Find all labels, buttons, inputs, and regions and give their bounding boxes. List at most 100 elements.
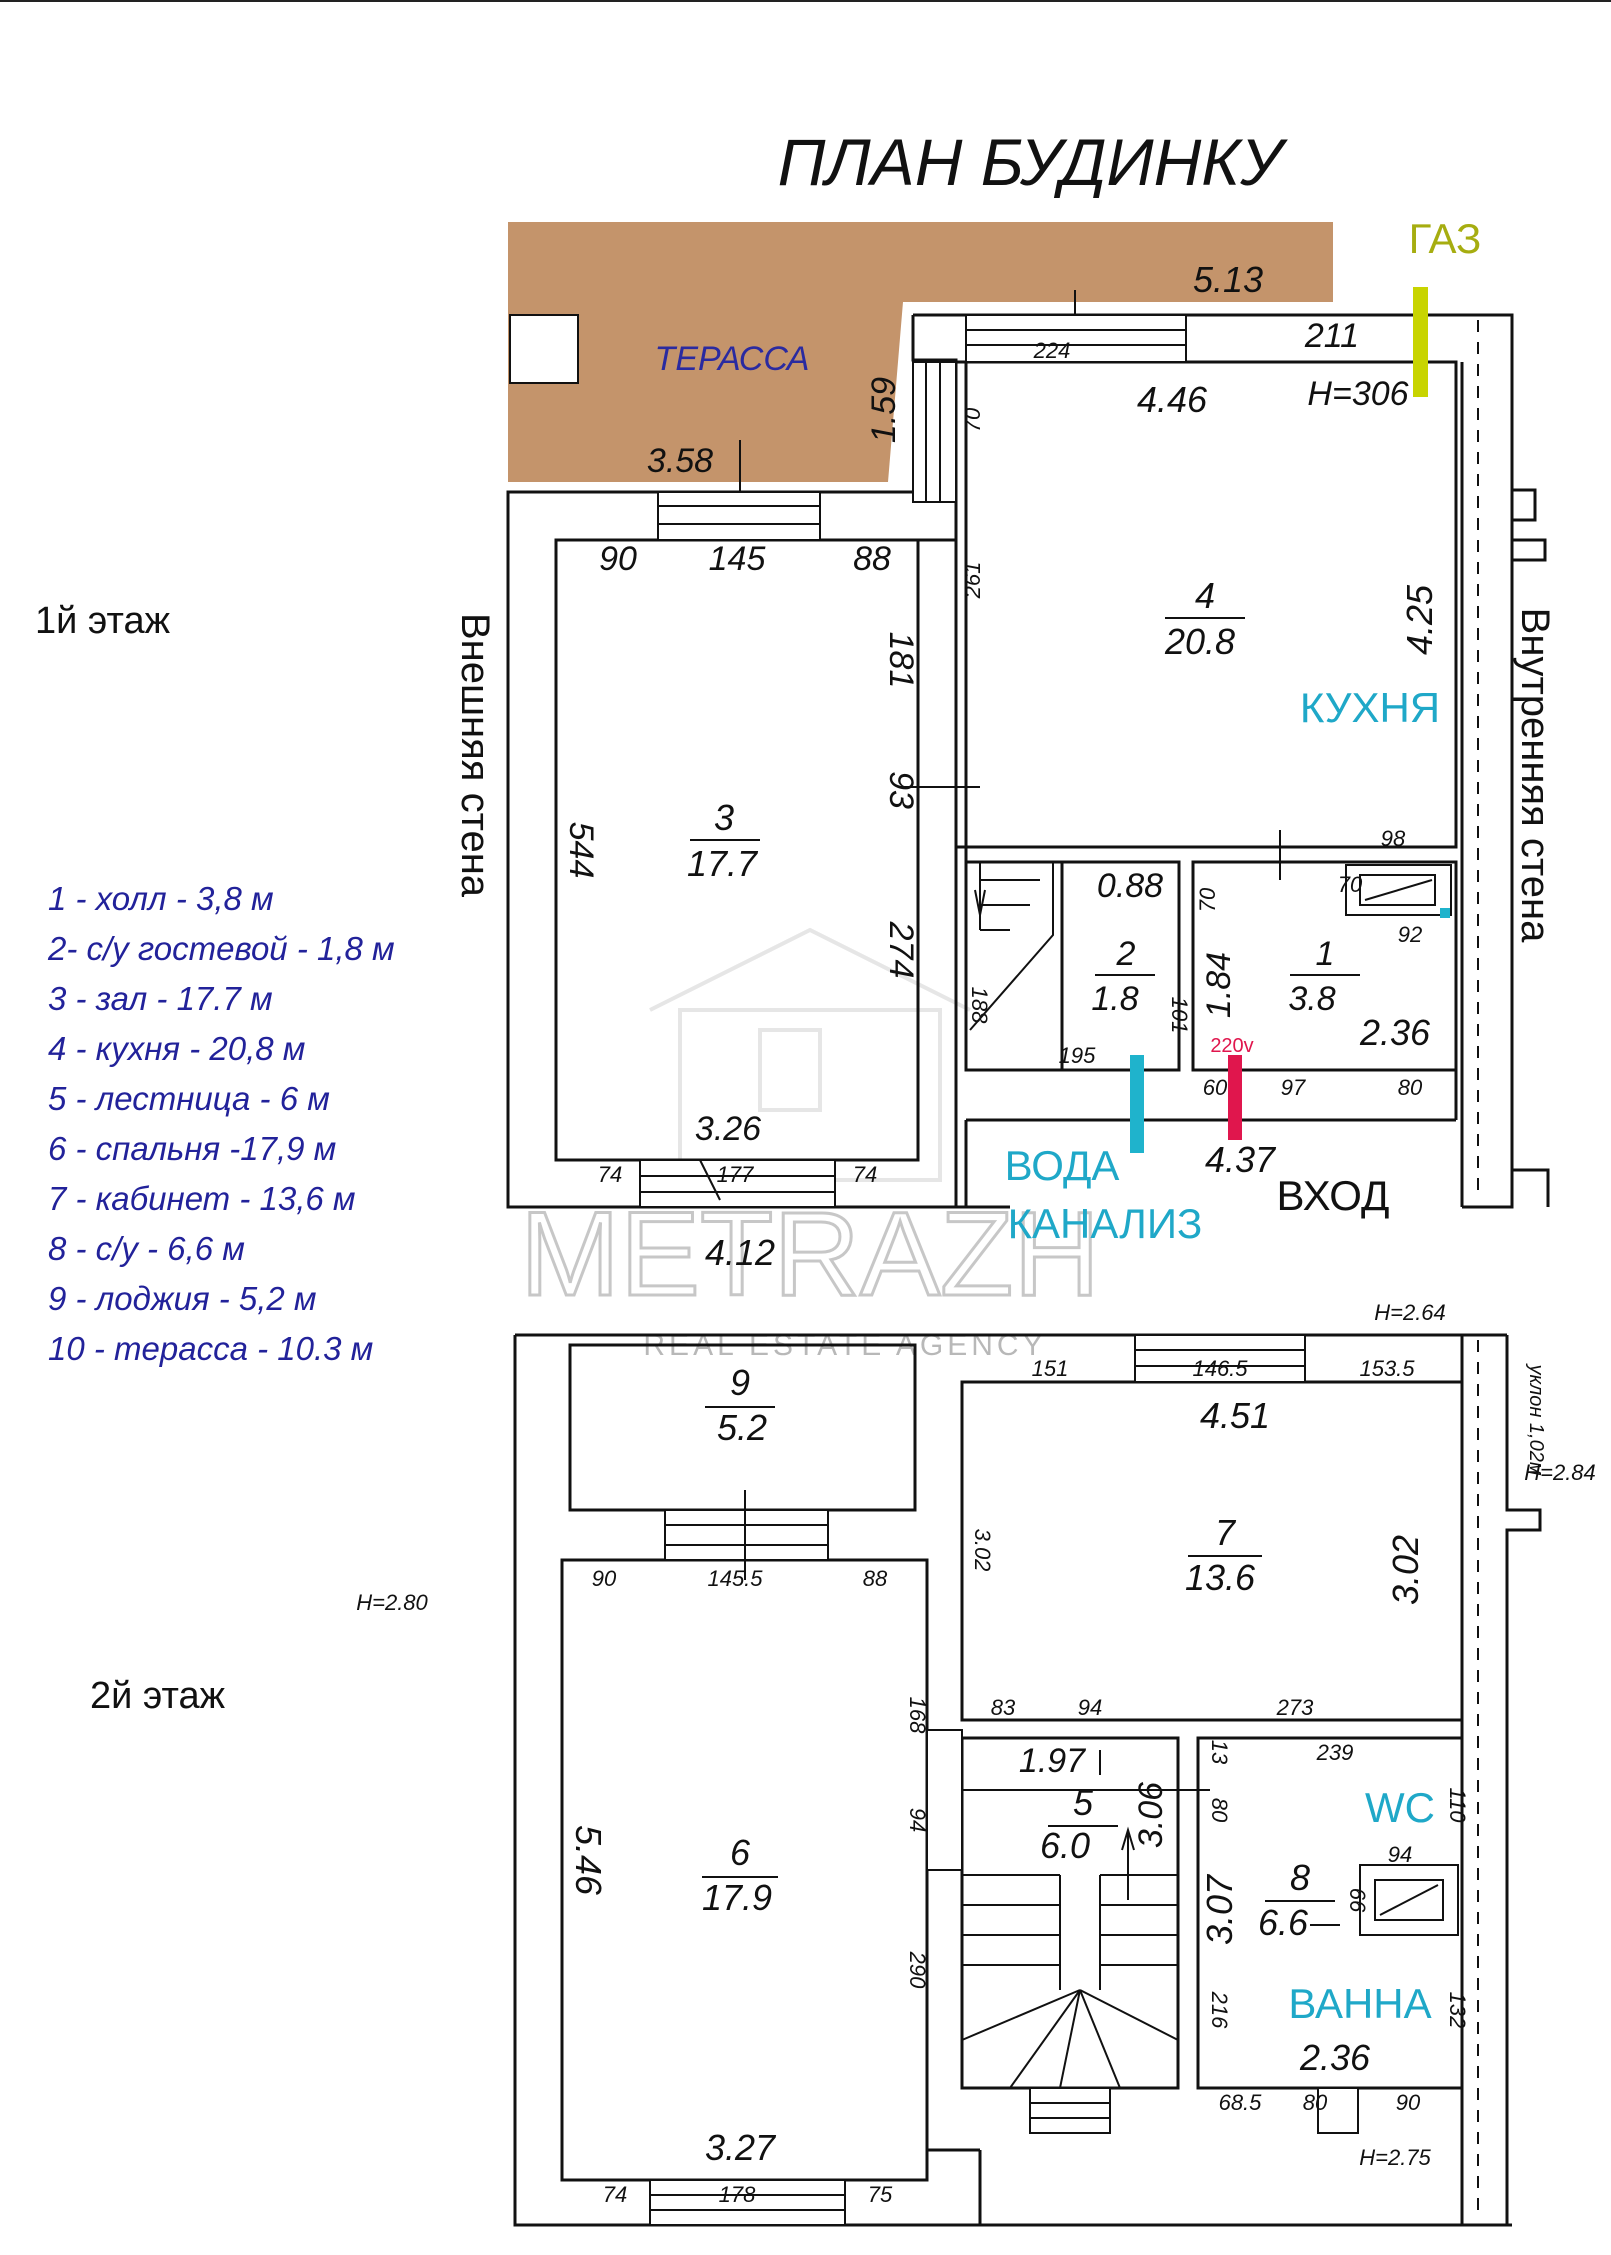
room-5-label: 5 6.0 bbox=[1040, 1782, 1118, 1866]
svg-text:7: 7 bbox=[1215, 1512, 1237, 1553]
svg-text:2: 2 bbox=[1116, 935, 1136, 973]
terrace-dim-width: 5.13 bbox=[1193, 259, 1263, 300]
svg-text:1: 1 bbox=[1316, 935, 1335, 973]
svg-text:80: 80 bbox=[1398, 1075, 1423, 1100]
svg-text:90: 90 bbox=[592, 1566, 617, 1591]
svg-text:97: 97 bbox=[1281, 1075, 1306, 1100]
svg-text:290: 290 bbox=[905, 1951, 930, 1989]
svg-text:0.88: 0.88 bbox=[1097, 867, 1163, 905]
svg-text:4.12: 4.12 bbox=[705, 1232, 775, 1273]
svg-text:274: 274 bbox=[882, 921, 920, 979]
svg-text:239: 239 bbox=[1316, 1740, 1354, 1765]
svg-text:90: 90 bbox=[599, 540, 637, 578]
svg-text:H=2.64: H=2.64 bbox=[1374, 1300, 1446, 1325]
svg-text:101: 101 bbox=[1167, 997, 1192, 1034]
svg-text:20.8: 20.8 bbox=[1164, 621, 1235, 662]
legend-item: 4 - кухня - 20,8 м bbox=[48, 1030, 306, 1067]
svg-text:17.7: 17.7 bbox=[687, 843, 759, 884]
svg-text:H=2.84: H=2.84 bbox=[1524, 1460, 1596, 1485]
svg-text:6.0: 6.0 bbox=[1040, 1825, 1090, 1866]
svg-text:70: 70 bbox=[1338, 872, 1363, 897]
svg-text:94: 94 bbox=[1388, 1842, 1412, 1867]
boiler-inner bbox=[1359, 874, 1436, 906]
legend-item: 2- с/у гостевой - 1,8 м bbox=[48, 930, 395, 967]
second-floor-dimensions: H=2.64 H=2.84 уклон 1,02м H=2.80 H=2.75 … bbox=[356, 1300, 1596, 2207]
svg-text:3: 3 bbox=[714, 797, 734, 838]
svg-text:4.51: 4.51 bbox=[1200, 1395, 1270, 1436]
room-2-label: 2 1.8 bbox=[1091, 935, 1155, 1018]
svg-text:94: 94 bbox=[1078, 1695, 1102, 1720]
svg-text:2.36: 2.36 bbox=[1299, 2037, 1371, 2078]
svg-text:168: 168 bbox=[905, 1697, 930, 1734]
terrace-dim-depth: 3.58 bbox=[647, 442, 713, 480]
svg-text:70: 70 bbox=[1195, 887, 1220, 912]
legend-item: 5 - лестница - 6 м bbox=[48, 1080, 330, 1117]
second-floor-windows bbox=[649, 1334, 1359, 2226]
terrace-area bbox=[508, 222, 1333, 482]
svg-text:6.6: 6.6 bbox=[1258, 1902, 1309, 1943]
svg-text:273: 273 bbox=[1276, 1695, 1314, 1720]
svg-text:H=306: H=306 bbox=[1307, 375, 1408, 413]
svg-text:75: 75 bbox=[868, 2182, 893, 2207]
plan-title: ПЛАН БУДИНКУ bbox=[778, 125, 1289, 199]
svg-text:146.5: 146.5 bbox=[1192, 1356, 1248, 1381]
entrance-label: ВХОД bbox=[1277, 1172, 1390, 1219]
room-4-label: 4 20.8 bbox=[1164, 575, 1245, 662]
first-floor-windows bbox=[639, 314, 1187, 1208]
svg-text:3.27: 3.27 bbox=[705, 2127, 777, 2168]
room-1-label: 1 3.8 bbox=[1288, 935, 1360, 1018]
gas-marker bbox=[1413, 287, 1428, 397]
sewer-label: КАНАЛИЗ bbox=[1008, 1200, 1203, 1247]
svg-text:9: 9 bbox=[730, 1362, 750, 1403]
svg-text:132: 132 bbox=[1445, 1992, 1470, 2029]
svg-text:178: 178 bbox=[719, 2182, 756, 2207]
svg-text:17.9: 17.9 bbox=[702, 1877, 772, 1918]
terrace-column bbox=[509, 314, 579, 384]
svg-text:1.97: 1.97 bbox=[1019, 1742, 1086, 1780]
svg-text:5.46: 5.46 bbox=[568, 1825, 609, 1896]
svg-text:4.25: 4.25 bbox=[1399, 584, 1440, 655]
power-label: 220v bbox=[1210, 1035, 1253, 1057]
svg-text:224: 224 bbox=[1033, 338, 1071, 363]
room-6-label: 6 17.9 bbox=[702, 1832, 778, 1918]
svg-text:181: 181 bbox=[882, 632, 920, 689]
svg-text:88: 88 bbox=[863, 1566, 888, 1591]
svg-text:153.5: 153.5 bbox=[1359, 1356, 1415, 1381]
svg-text:145.5: 145.5 bbox=[707, 1566, 763, 1591]
svg-text:216: 216 bbox=[1207, 1991, 1232, 2029]
svg-text:74: 74 bbox=[853, 1162, 877, 1187]
svg-text:70: 70 bbox=[960, 407, 985, 432]
gas-label: ГАЗ bbox=[1409, 215, 1482, 262]
legend-item: 8 - с/у - 6,6 м bbox=[48, 1230, 245, 1267]
svg-text:H=2.80: H=2.80 bbox=[356, 1590, 428, 1615]
svg-text:5.2: 5.2 bbox=[717, 1407, 767, 1448]
svg-text:83: 83 bbox=[991, 1695, 1016, 1720]
svg-text:4: 4 bbox=[1195, 575, 1215, 616]
svg-text:68.5: 68.5 bbox=[1219, 2090, 1263, 2115]
room-8-label: 8 6.6 bbox=[1258, 1857, 1335, 1943]
water-marker bbox=[1130, 1055, 1144, 1153]
second-floor-stair bbox=[961, 1789, 1179, 2089]
first-floor-dimensions: 224 211 4.46 H=306 4.25 70 261 98 70 92 … bbox=[562, 317, 1440, 1273]
svg-text:145: 145 bbox=[709, 540, 766, 578]
wc-label: WC bbox=[1365, 1784, 1435, 1831]
svg-text:1.8: 1.8 bbox=[1091, 980, 1138, 1018]
room-7-label: 7 13.6 bbox=[1185, 1512, 1262, 1598]
legend-item: 10 - терасса - 10.3 м bbox=[48, 1330, 374, 1367]
svg-text:188: 188 bbox=[967, 987, 992, 1024]
svg-text:5: 5 bbox=[1073, 1782, 1094, 1823]
svg-text:92: 92 bbox=[1398, 922, 1422, 947]
svg-text:151: 151 bbox=[1032, 1356, 1069, 1381]
power-marker bbox=[1228, 1055, 1242, 1140]
svg-text:60: 60 bbox=[1203, 1075, 1228, 1100]
svg-text:66: 66 bbox=[1345, 1888, 1370, 1913]
second-floor-label: 2й этаж bbox=[90, 1675, 226, 1717]
svg-text:80: 80 bbox=[1207, 1798, 1232, 1823]
svg-text:195: 195 bbox=[1059, 1043, 1096, 1068]
svg-text:211: 211 bbox=[1304, 317, 1359, 355]
svg-text:261: 261 bbox=[960, 562, 985, 600]
legend-item: 9 - лоджия - 5,2 м bbox=[48, 1280, 317, 1317]
bath-label: ВАННА bbox=[1288, 1980, 1431, 2027]
second-floor-walls bbox=[513, 1333, 1512, 2227]
svg-text:88: 88 bbox=[853, 540, 891, 578]
